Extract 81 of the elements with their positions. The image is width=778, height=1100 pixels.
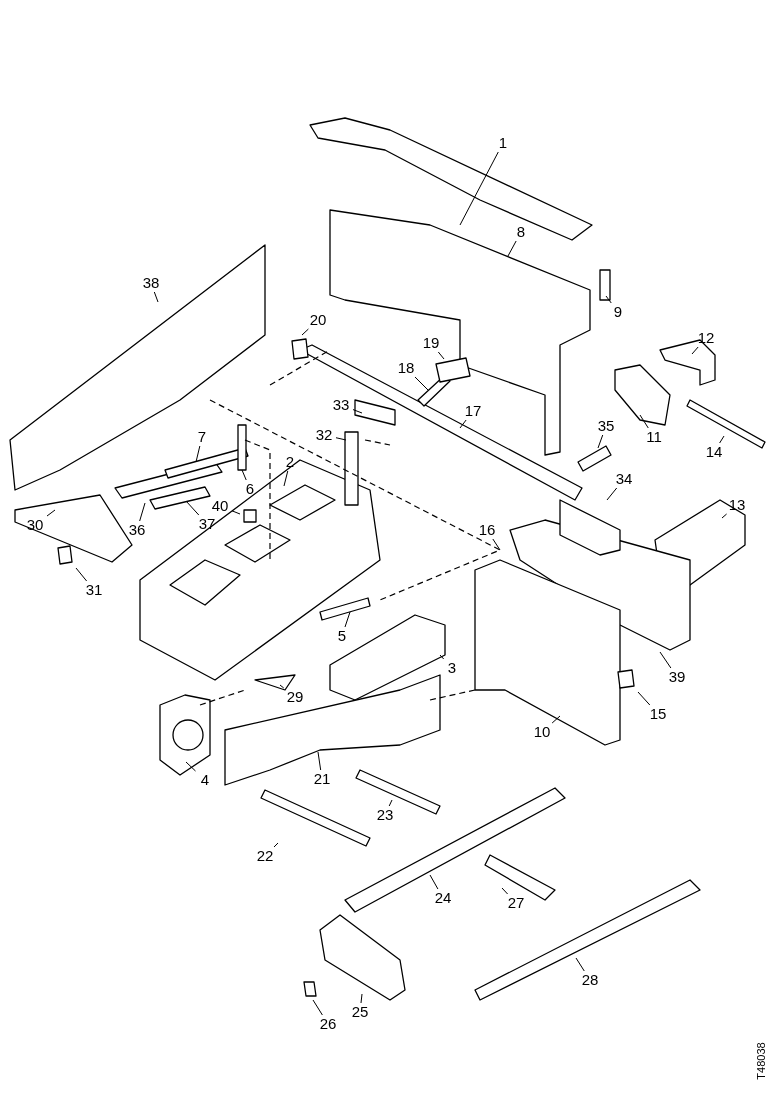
drawing-number: T48038 bbox=[754, 1042, 767, 1080]
leader-line bbox=[344, 611, 351, 628]
leader-line bbox=[605, 295, 612, 304]
leader-line bbox=[360, 993, 363, 1004]
leader-line bbox=[283, 470, 289, 487]
callout-number: 35 bbox=[594, 417, 618, 435]
callout-number: 7 bbox=[190, 428, 214, 446]
callout-number: 34 bbox=[612, 470, 636, 488]
leader-line bbox=[273, 842, 279, 848]
leader-line bbox=[719, 435, 725, 444]
callout-number: 20 bbox=[306, 311, 330, 329]
leader-line bbox=[75, 567, 88, 582]
leader-line bbox=[439, 654, 445, 660]
callout-number: 18 bbox=[394, 359, 418, 377]
callout-number: 5 bbox=[330, 627, 354, 645]
leader-line bbox=[492, 538, 501, 551]
leader-line bbox=[195, 445, 201, 463]
leader-line bbox=[352, 409, 363, 414]
leader-line bbox=[606, 487, 618, 501]
leader-line bbox=[185, 500, 200, 516]
callout-number: 13 bbox=[725, 496, 749, 514]
callout-number: 22 bbox=[253, 847, 277, 865]
leader-line bbox=[241, 469, 247, 481]
callout-number: 26 bbox=[316, 1015, 340, 1033]
callout-number: 16 bbox=[475, 521, 499, 539]
callout-number: 39 bbox=[665, 668, 689, 686]
leader-line bbox=[507, 240, 517, 257]
callout-number: 6 bbox=[238, 480, 262, 498]
leader-line bbox=[414, 376, 429, 391]
callout-number: 1 bbox=[491, 134, 515, 152]
callout-number: 21 bbox=[310, 770, 334, 788]
leader-line bbox=[279, 684, 285, 689]
callout-number: 25 bbox=[348, 1003, 372, 1021]
callout-number: 36 bbox=[125, 521, 149, 539]
callout-number: 8 bbox=[509, 223, 533, 241]
leader-line bbox=[691, 346, 699, 355]
leader-line bbox=[597, 434, 604, 449]
leader-line bbox=[312, 999, 323, 1016]
leader-line bbox=[459, 419, 467, 429]
leader-line bbox=[639, 414, 649, 429]
callout-number: 32 bbox=[312, 426, 336, 444]
callout-number: 10 bbox=[530, 723, 554, 741]
leader-line bbox=[388, 799, 393, 807]
leader-line bbox=[429, 874, 439, 890]
callout-number: 37 bbox=[195, 515, 219, 533]
callout-number: 19 bbox=[419, 334, 443, 352]
callout-number: 15 bbox=[646, 705, 670, 723]
leader-line bbox=[46, 509, 56, 517]
leader-line bbox=[501, 887, 509, 895]
callout-number: 28 bbox=[578, 971, 602, 989]
callout-number: 30 bbox=[23, 516, 47, 534]
callout-number: 27 bbox=[504, 894, 528, 912]
leader-line bbox=[335, 437, 347, 441]
leader-line bbox=[575, 957, 585, 972]
leader-line bbox=[301, 328, 309, 336]
callout-number: 29 bbox=[283, 688, 307, 706]
callout-number: 33 bbox=[329, 396, 353, 414]
callout-number: 23 bbox=[373, 806, 397, 824]
leader-line bbox=[185, 761, 196, 772]
leader-line bbox=[153, 291, 159, 303]
callout-number: 24 bbox=[431, 889, 455, 907]
leader-line bbox=[637, 691, 651, 706]
leader-line bbox=[551, 715, 561, 724]
callout-number: 31 bbox=[82, 581, 106, 599]
callout-number: 11 bbox=[642, 428, 666, 446]
leader-line bbox=[231, 510, 241, 515]
callout-number: 17 bbox=[461, 402, 485, 420]
leader-line bbox=[659, 651, 672, 669]
callout-number: 9 bbox=[606, 303, 630, 321]
callout-number: 40 bbox=[208, 497, 232, 515]
callout-number: 4 bbox=[193, 771, 217, 789]
callout-number: 3 bbox=[440, 659, 464, 677]
leader-line bbox=[437, 351, 445, 360]
callout-number: 38 bbox=[139, 274, 163, 292]
leader-line bbox=[317, 751, 322, 771]
leader-line bbox=[459, 151, 499, 226]
callout-number: 2 bbox=[278, 453, 302, 471]
leader-line bbox=[721, 513, 728, 519]
callout-number: 12 bbox=[694, 329, 718, 347]
callout-number: 14 bbox=[702, 443, 726, 461]
leader-line bbox=[139, 502, 146, 522]
